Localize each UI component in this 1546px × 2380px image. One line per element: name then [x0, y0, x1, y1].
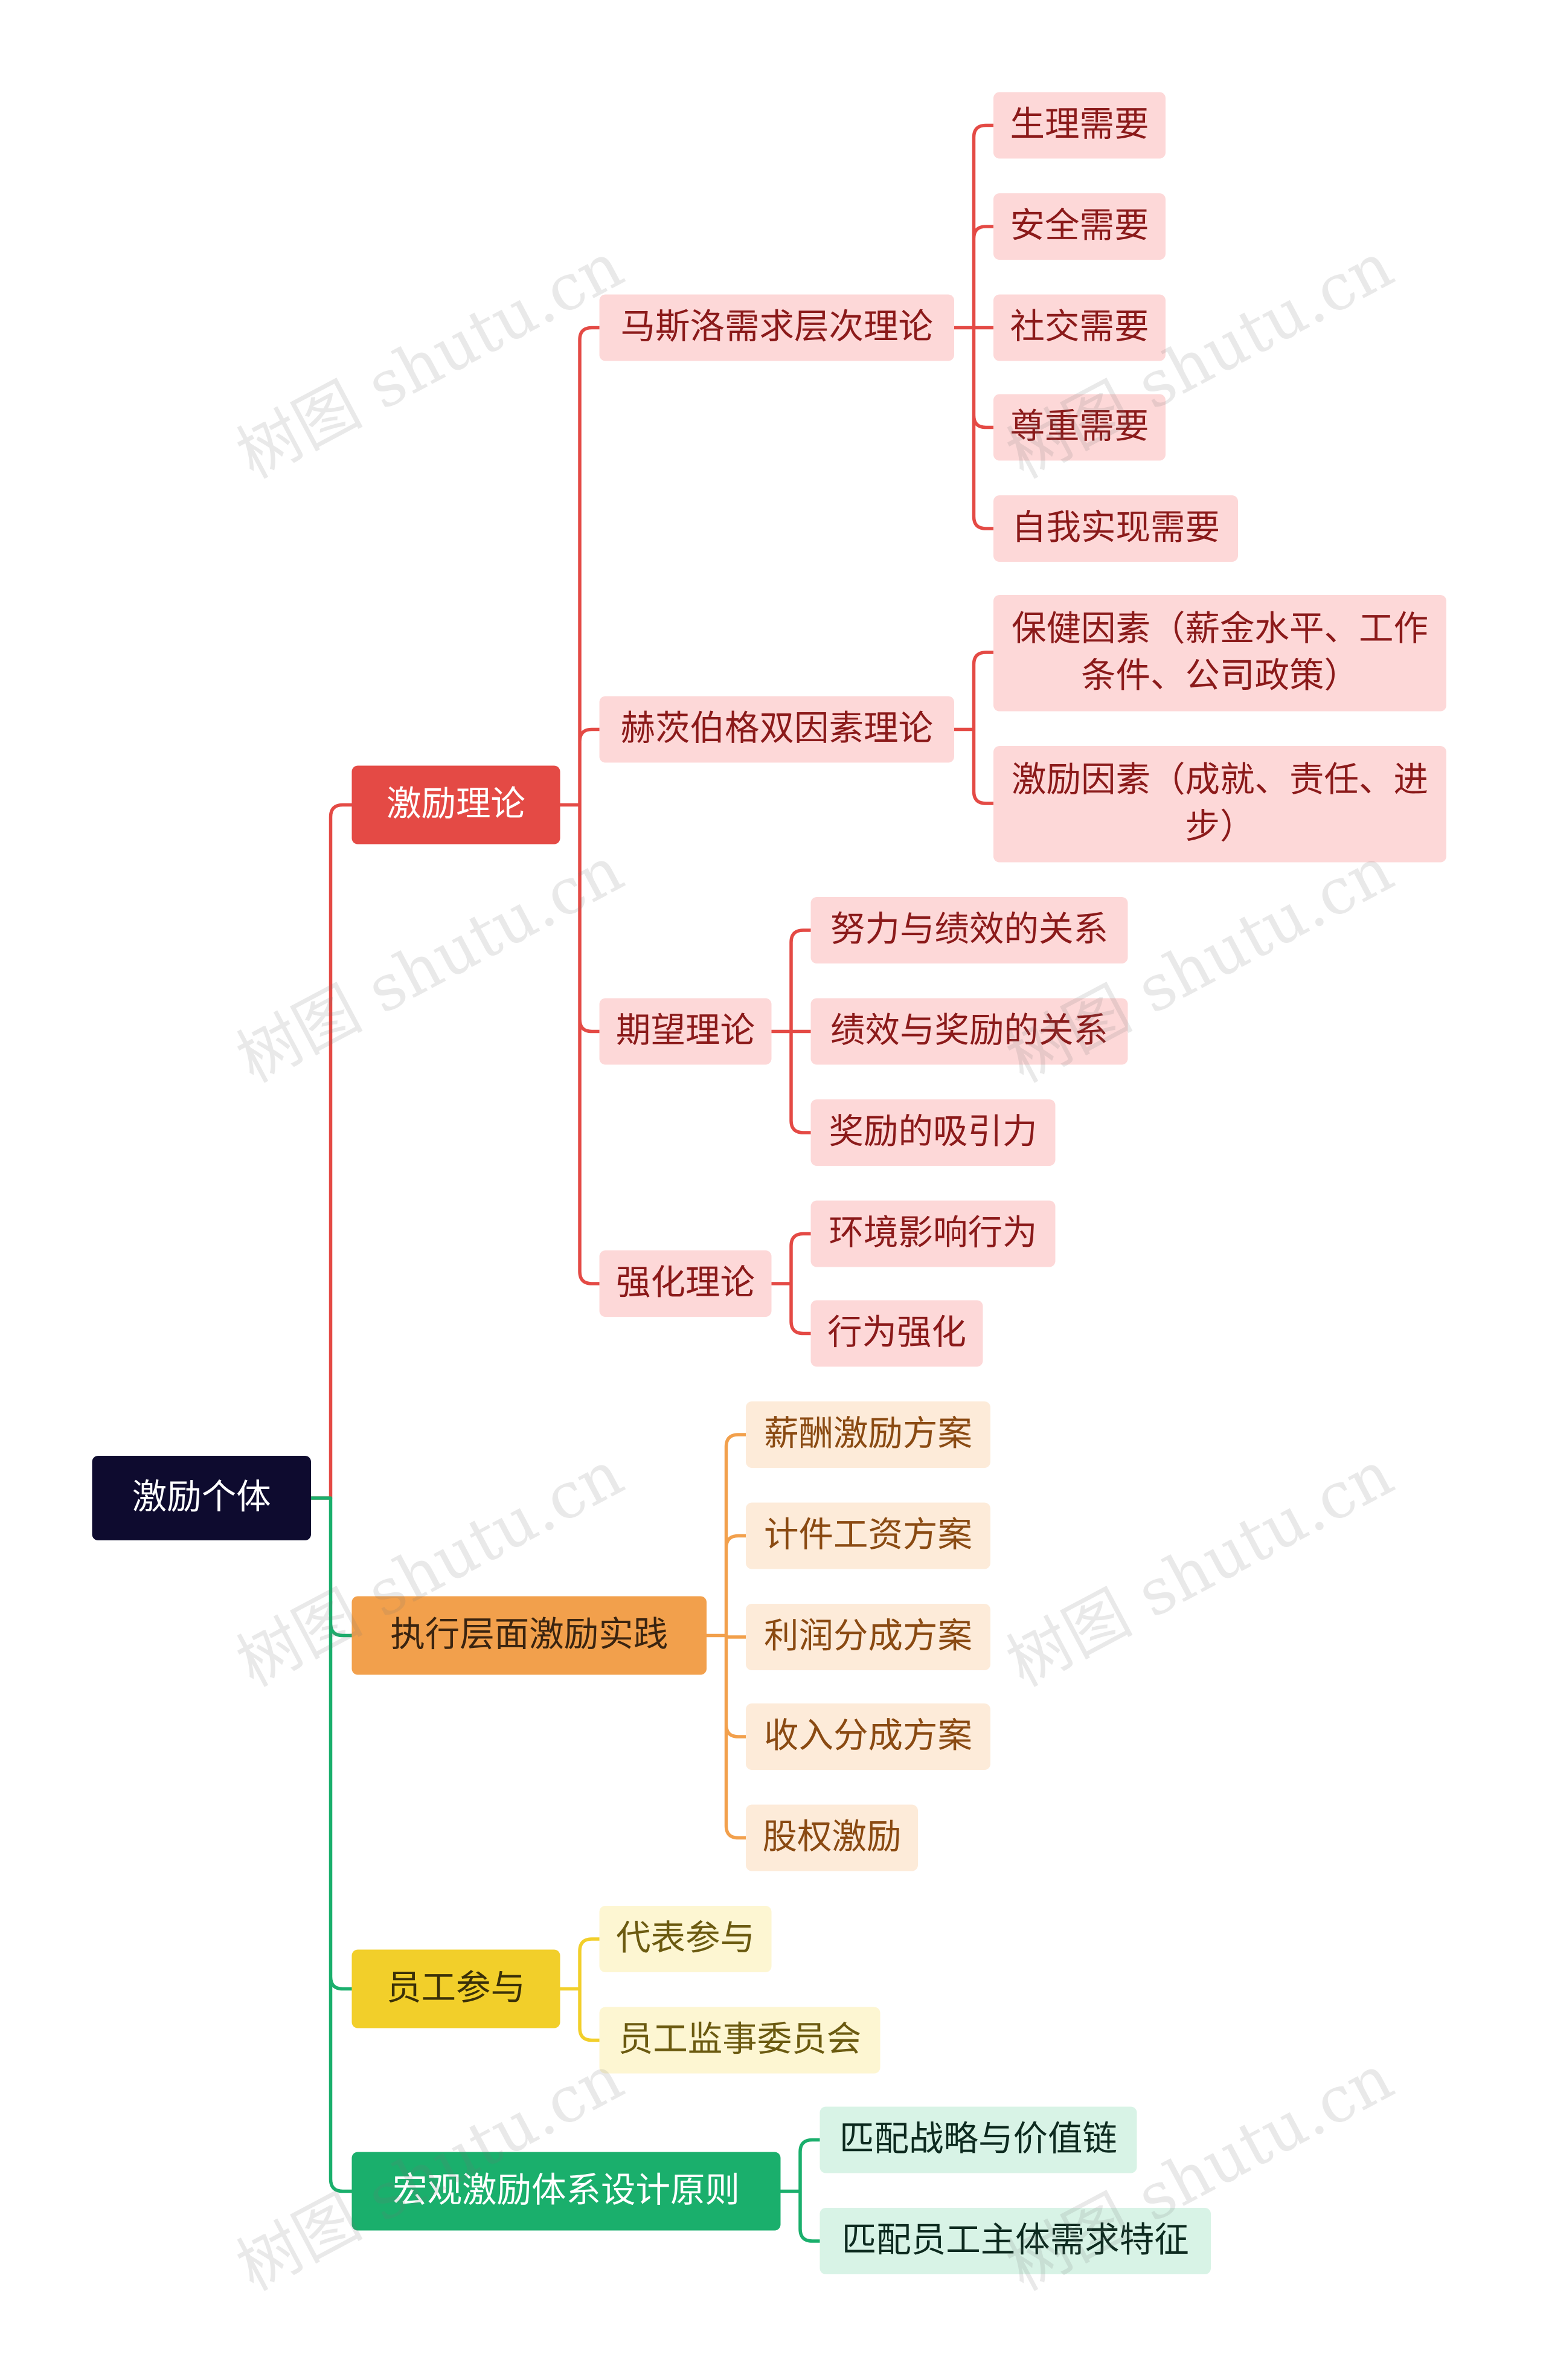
connector-expectancy — [769, 928, 813, 1134]
theory-expectancy[interactable]: 期望理论 — [599, 998, 772, 1065]
root-node[interactable]: 激励个体 — [92, 1456, 311, 1540]
theory-herzberg[interactable]: 赫茨伯格双因素理论 — [599, 696, 954, 763]
connector-herzberg — [952, 651, 995, 805]
maslow-esteem[interactable]: 尊重需要 — [993, 394, 1166, 461]
connector-reinforcement — [769, 1232, 813, 1336]
participation-supervisory-committee[interactable]: 员工监事委员会 — [599, 2007, 880, 2074]
expectancy-effort-performance[interactable]: 努力与绩效的关系 — [810, 897, 1128, 963]
expectancy-reward-attractiveness[interactable]: 奖励的吸引力 — [810, 1099, 1056, 1166]
participation-representative[interactable]: 代表参与 — [599, 1906, 772, 1972]
theory-maslow[interactable]: 马斯洛需求层次理论 — [599, 294, 954, 361]
branch-employee-participation[interactable]: 员工参与 — [351, 1949, 560, 2028]
practice-piece-rate-plan[interactable]: 计件工资方案 — [746, 1502, 990, 1569]
connector-maslow — [952, 123, 995, 530]
connector-participation — [558, 1937, 601, 2042]
herzberg-motivators[interactable]: 激励因素（成就、责任、进步） — [993, 746, 1446, 863]
principle-strategy-value-chain[interactable]: 匹配战略与价值链 — [820, 2106, 1137, 2173]
theory-reinforcement[interactable]: 强化理论 — [599, 1250, 772, 1317]
practice-revenue-sharing-plan[interactable]: 收入分成方案 — [746, 1703, 990, 1770]
maslow-social[interactable]: 社交需要 — [993, 294, 1166, 361]
connector-theory — [558, 326, 601, 1285]
maslow-physiological[interactable]: 生理需要 — [993, 92, 1166, 159]
maslow-safety[interactable]: 安全需要 — [993, 193, 1166, 260]
principle-employee-needs[interactable]: 匹配员工主体需求特征 — [820, 2208, 1211, 2274]
branch-macro-design-principles[interactable]: 宏观激励体系设计原则 — [351, 2152, 781, 2231]
connector-root-theory — [309, 803, 354, 1500]
practice-profit-sharing-plan[interactable]: 利润分成方案 — [746, 1604, 990, 1670]
connector-root-lower — [309, 1496, 354, 2193]
connector-macro — [778, 2138, 822, 2243]
branch-execution-practice[interactable]: 执行层面激励实践 — [351, 1596, 707, 1675]
reinforcement-behavior[interactable]: 行为强化 — [810, 1300, 983, 1367]
maslow-self-actualization[interactable]: 自我实现需要 — [993, 495, 1238, 562]
practice-compensation-plan[interactable]: 薪酬激励方案 — [746, 1401, 990, 1468]
connector-execution — [705, 1433, 748, 1840]
reinforcement-environment[interactable]: 环境影响行为 — [810, 1200, 1056, 1267]
branch-incentive-theory[interactable]: 激励理论 — [351, 765, 560, 844]
expectancy-performance-reward[interactable]: 绩效与奖励的关系 — [810, 998, 1128, 1065]
practice-equity-incentive[interactable]: 股权激励 — [746, 1804, 918, 1871]
herzberg-hygiene-factors[interactable]: 保健因素（薪金水平、工作条件、公司政策） — [993, 595, 1446, 712]
